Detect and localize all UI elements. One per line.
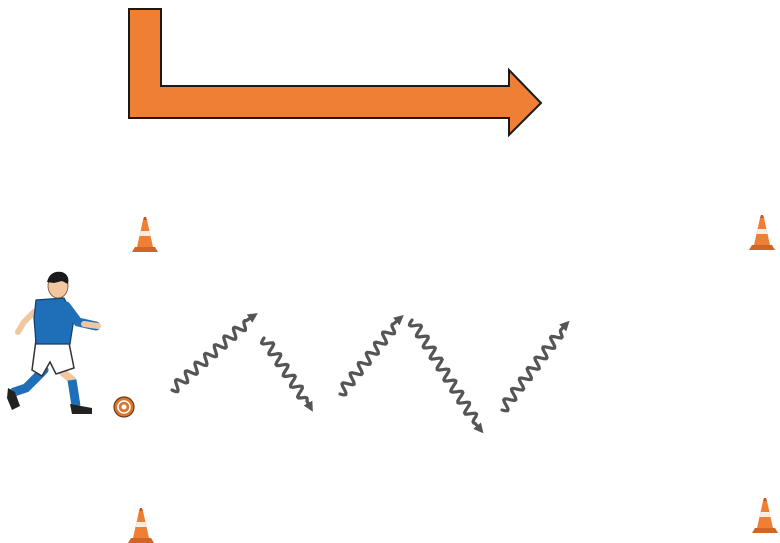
direction-arrow bbox=[128, 8, 543, 138]
cone-top-right bbox=[749, 215, 775, 250]
dribble-path-4 bbox=[407, 318, 484, 434]
dribble-path-1 bbox=[170, 313, 258, 394]
cone-bottom-left bbox=[128, 508, 154, 543]
dribble-path-5 bbox=[500, 320, 570, 413]
cone-bottom-right bbox=[752, 498, 778, 533]
soccer-player bbox=[7, 271, 101, 414]
dribble-paths bbox=[170, 313, 570, 434]
dribble-path-3 bbox=[338, 314, 404, 397]
dribble-path-2 bbox=[259, 336, 313, 412]
cone-top-left bbox=[132, 217, 158, 252]
soccer-ball bbox=[113, 396, 135, 418]
